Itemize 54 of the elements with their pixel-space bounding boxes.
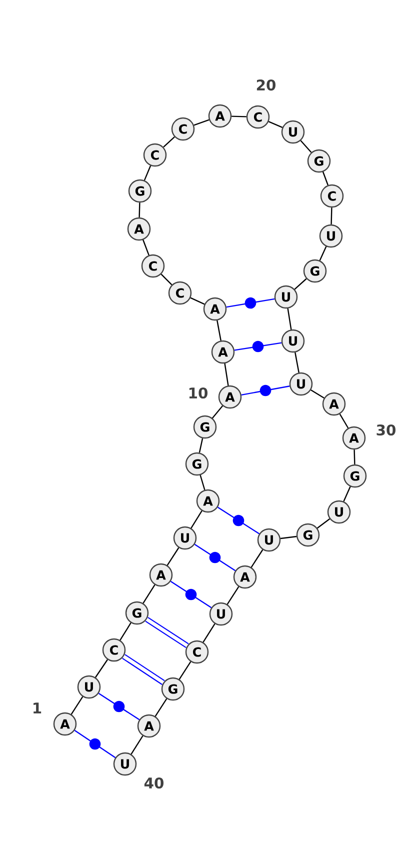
backbone-line	[287, 308, 292, 330]
position-number: 40	[144, 777, 164, 789]
backbone-line	[200, 474, 206, 490]
base-pair-line	[145, 616, 189, 648]
base-pair-line	[74, 730, 116, 758]
base-pair-line	[122, 654, 165, 685]
backbone-line	[120, 622, 132, 640]
backbone-line	[160, 274, 172, 286]
position-number: 30	[376, 424, 396, 436]
base-pair-line	[194, 544, 236, 572]
backbone-line	[232, 116, 246, 118]
backbone-line	[138, 202, 140, 218]
backbone-line	[310, 390, 324, 398]
position-number: 10	[189, 387, 208, 399]
backbone-line	[322, 172, 329, 186]
base-pair-line	[234, 340, 282, 352]
backbone-line	[294, 352, 300, 373]
base-pair-line	[241, 384, 290, 396]
backbone-line	[216, 320, 222, 341]
backbone-line	[130, 735, 144, 754]
backbone-line	[343, 486, 351, 502]
backbone-line	[144, 165, 152, 181]
backbone-line	[226, 586, 240, 605]
backbone-line	[142, 240, 150, 256]
backbone-line	[198, 438, 204, 453]
backbone-line	[154, 698, 168, 717]
base-pair-line	[226, 297, 275, 309]
position-number: 20	[256, 79, 276, 91]
backbone-line	[178, 661, 192, 680]
backbone-line	[319, 246, 327, 261]
base-pair-line	[170, 580, 212, 608]
backbone-line	[294, 278, 307, 290]
backbone-line	[354, 450, 356, 464]
backbone-line	[316, 518, 330, 529]
backbone-line	[190, 510, 202, 528]
backbone-line	[339, 414, 349, 428]
backbone-line	[142, 584, 156, 604]
backbone-line	[190, 297, 205, 305]
backbone-line	[224, 363, 229, 386]
backbone-line	[70, 696, 84, 715]
backbone-line	[202, 623, 216, 643]
backbone-line	[268, 121, 283, 128]
backbone-line	[250, 549, 264, 568]
backbone-line	[300, 140, 312, 153]
backbone-line	[166, 547, 180, 566]
backbone-line	[95, 659, 108, 678]
backbone-line	[163, 136, 175, 148]
backbone-line	[194, 119, 210, 126]
backbone-line	[280, 536, 297, 540]
position-number: 1	[34, 702, 42, 714]
backbone-line	[330, 208, 332, 224]
base-pair-line	[217, 506, 260, 534]
backbone-line	[212, 406, 224, 418]
base-pair-line	[98, 692, 140, 720]
